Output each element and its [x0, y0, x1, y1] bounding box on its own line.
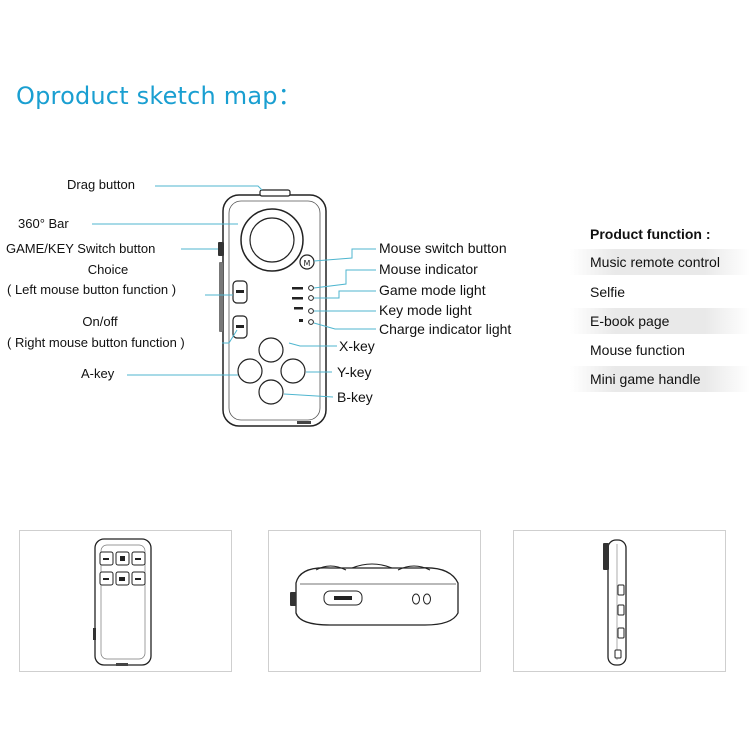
back-view-illustration [93, 538, 152, 666]
label-mouse-indicator: Mouse indicator [379, 261, 478, 277]
product-function-heading: Product function : [590, 226, 711, 242]
bottom-slot [297, 421, 311, 424]
label-mouse-switch-button: Mouse switch button [379, 240, 507, 256]
label-choice: Choice [87, 262, 129, 277]
mouse-switch-button-shape [299, 254, 315, 270]
bottom-view-illustration [290, 563, 459, 626]
a-key-shape [237, 358, 263, 384]
label-b-key: B-key [337, 389, 373, 405]
product-function-item: Selfie [590, 284, 626, 300]
svg-text:M: M [304, 259, 311, 268]
label-choice-sub: ( Left mouse button function ) [7, 282, 177, 297]
label-360-bar: 360° Bar [18, 216, 69, 231]
label-game-key-switch: GAME/KEY Switch button [6, 241, 156, 256]
joystick-inner [249, 217, 295, 263]
label-charge-indicator-light: Charge indicator light [379, 321, 512, 337]
b-key-shape [258, 379, 284, 405]
label-onoff: On/off [82, 314, 118, 329]
label-a-key: A-key [81, 366, 115, 381]
label-x-key: X-key [339, 338, 375, 354]
game-key-switch-shape [218, 242, 224, 256]
product-function-item: Music remote control [570, 249, 750, 275]
label-onoff-sub: ( Right mouse button function ) [7, 335, 185, 350]
label-drag-button: Drag button [67, 177, 135, 192]
leader-lines [92, 185, 376, 398]
y-key-shape [280, 358, 306, 384]
x-key-shape [258, 337, 284, 363]
product-function-item: E-book page [570, 308, 750, 334]
side-rail [219, 262, 223, 332]
label-game-mode-light: Game mode light [379, 282, 486, 298]
indicator-lights [292, 285, 314, 325]
label-y-key: Y-key [337, 364, 372, 380]
drag-button-shape [259, 189, 291, 197]
product-function-item: Mini game handle [570, 366, 750, 392]
page-title: Oproduct sketch map： [16, 82, 302, 110]
side-view-illustration [603, 539, 627, 666]
product-function-item: Mouse function [590, 342, 685, 358]
label-key-mode-light: Key mode light [379, 302, 472, 318]
